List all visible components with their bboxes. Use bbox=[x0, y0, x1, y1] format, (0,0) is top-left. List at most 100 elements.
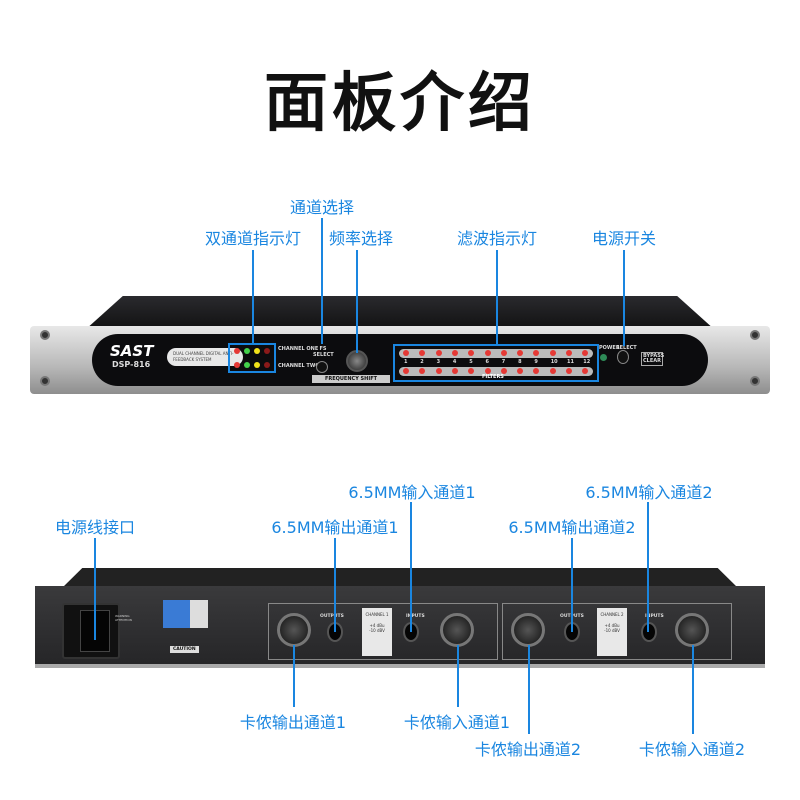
leader-line bbox=[356, 250, 358, 353]
inputs-label: INPUTS bbox=[645, 614, 664, 619]
bypass-clear-button[interactable]: BYPASS CLEAR bbox=[641, 352, 665, 366]
callout-xlr-output-ch2: 卡侬输出通道2 bbox=[474, 740, 582, 759]
channel-select-button[interactable] bbox=[316, 361, 328, 373]
callout-xlr-input-ch2: 卡侬输入通道2 bbox=[638, 740, 746, 759]
channel1-panel bbox=[268, 603, 498, 660]
callout-65-output-ch1: 6.5MM输出通道1 bbox=[271, 518, 399, 537]
rear-panel bbox=[35, 586, 765, 668]
leader-line bbox=[647, 502, 649, 632]
callout-filter-indicator: 滤波指示灯 bbox=[456, 229, 538, 248]
channel-indicator-led bbox=[254, 362, 260, 368]
jack-input-ch2[interactable] bbox=[641, 622, 657, 642]
front-chassis-top bbox=[85, 296, 715, 330]
rack-hole bbox=[40, 376, 50, 386]
filter-number: 11 bbox=[567, 359, 574, 365]
leader-line bbox=[94, 538, 96, 640]
power-label: POWER bbox=[599, 345, 620, 351]
channel2-panel bbox=[502, 603, 732, 660]
callout-channel-select: 通道选择 bbox=[289, 198, 355, 217]
filter-led bbox=[533, 350, 540, 356]
filter-led bbox=[500, 368, 507, 374]
xlr-input-ch1[interactable] bbox=[440, 613, 474, 647]
level-minus10: -10 dBV bbox=[604, 628, 620, 633]
callout-65-output-ch2: 6.5MM输出通道2 bbox=[508, 518, 636, 537]
filter-led bbox=[468, 350, 475, 356]
filter-number: 5 bbox=[469, 359, 473, 365]
filter-number: 8 bbox=[518, 359, 522, 365]
channel-indicator-led bbox=[244, 362, 250, 368]
serial-sticker bbox=[163, 600, 208, 628]
level-minus10: -10 dBV bbox=[369, 628, 385, 633]
channel1-label: CHANNEL 1 bbox=[365, 612, 389, 617]
leader-line bbox=[692, 645, 694, 734]
filter-led bbox=[484, 368, 491, 374]
attention-label: ATTENTION bbox=[115, 618, 132, 622]
frequency-knob[interactable] bbox=[346, 350, 368, 372]
filter-number: 3 bbox=[436, 359, 441, 365]
channel-two-label: CHANNEL TWO bbox=[278, 363, 320, 369]
callout-65-input-ch2: 6.5MM输入通道2 bbox=[585, 483, 713, 502]
outputs-label: OUTPUTS bbox=[320, 614, 344, 619]
filter-led bbox=[403, 368, 409, 374]
filter-led bbox=[533, 368, 540, 374]
filter-led bbox=[549, 368, 556, 374]
leader-line bbox=[252, 250, 254, 345]
callout-xlr-input-ch1: 卡侬输入通道1 bbox=[403, 713, 511, 732]
leader-line bbox=[410, 502, 412, 632]
level-plus4: +4 dBu bbox=[369, 623, 385, 628]
channel-indicator-led bbox=[244, 348, 250, 354]
leader-line bbox=[457, 645, 459, 707]
filters-label: FILTERS bbox=[482, 374, 504, 380]
filter-led bbox=[403, 350, 409, 356]
warning-text: WARNING ATTENTION bbox=[115, 614, 165, 642]
rear-chassis-top bbox=[62, 568, 738, 588]
page-title: 面板介绍 bbox=[264, 67, 536, 141]
power-select-button[interactable] bbox=[617, 350, 629, 364]
system-badge: DUAL CHANNEL DIGITAL ANTI-FEEDBACK SYSTE… bbox=[167, 348, 243, 366]
fs-select-label: FS SELECT bbox=[313, 346, 334, 358]
xlr-output-ch1[interactable] bbox=[277, 613, 311, 647]
filter-led bbox=[468, 368, 475, 374]
power-led bbox=[600, 354, 607, 361]
callout-xlr-output-ch1: 卡侬输出通道1 bbox=[239, 713, 347, 732]
filter-led bbox=[582, 368, 589, 374]
filter-led bbox=[435, 350, 442, 356]
model-label: DSP-816 bbox=[112, 360, 151, 369]
filter-led bbox=[566, 350, 572, 356]
filter-led-bar bbox=[399, 367, 593, 376]
caution-label: CAUTION bbox=[170, 646, 199, 653]
level-plus4: +4 dBu bbox=[604, 623, 620, 628]
filter-number: 10 bbox=[550, 359, 558, 365]
filter-number: 6 bbox=[485, 359, 489, 365]
leader-line bbox=[321, 218, 323, 344]
filter-number: 1 bbox=[404, 359, 408, 365]
warning-label: WARNING bbox=[115, 614, 130, 618]
leader-line bbox=[528, 645, 530, 734]
xlr-output-ch2[interactable] bbox=[511, 613, 545, 647]
filter-led bbox=[517, 368, 524, 374]
frequency-shift-label: FREQUENCY SHIFT bbox=[312, 375, 390, 383]
channel-indicator-led bbox=[254, 348, 260, 354]
filter-led bbox=[517, 350, 524, 356]
channel-one-label: CHANNEL ONE bbox=[278, 346, 319, 352]
xlr-input-ch2[interactable] bbox=[675, 613, 709, 647]
rack-hole bbox=[750, 330, 760, 340]
callout-65-input-ch1: 6.5MM输入通道1 bbox=[348, 483, 476, 502]
filter-led bbox=[451, 368, 458, 374]
channel2-label: CHANNEL 2 bbox=[600, 612, 624, 617]
callout-frequency-select: 频率选择 bbox=[328, 229, 394, 248]
channel-indicator-led bbox=[264, 348, 270, 354]
rack-hole bbox=[40, 330, 50, 340]
channel1-level-box: CHANNEL 1 +4 dBu-10 dBV bbox=[362, 608, 392, 656]
filter-led bbox=[484, 350, 491, 356]
callout-power-socket: 电源线接口 bbox=[54, 518, 136, 537]
channel-indicator-led bbox=[234, 362, 240, 368]
filter-led bbox=[435, 368, 442, 374]
leader-line bbox=[496, 250, 498, 344]
filter-led bbox=[582, 350, 589, 356]
filter-number: 7 bbox=[501, 359, 506, 365]
filter-number: 9 bbox=[534, 359, 538, 365]
filter-led bbox=[500, 350, 507, 356]
filter-led bbox=[419, 368, 426, 374]
channel2-level-box: CHANNEL 2 +4 dBu-10 dBV bbox=[597, 608, 627, 656]
